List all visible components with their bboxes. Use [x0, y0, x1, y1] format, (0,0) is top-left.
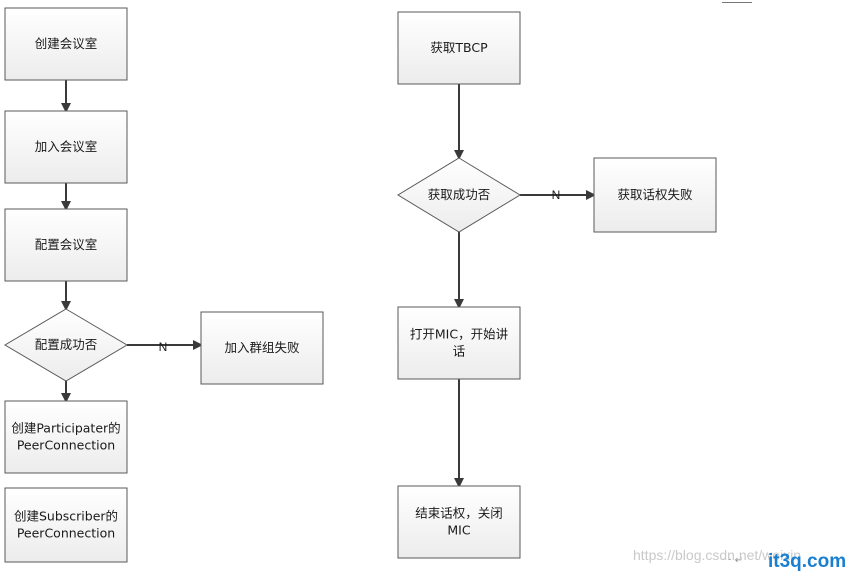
process-box	[397, 485, 521, 559]
flow-node-tbcp: 获取TBCP	[397, 11, 521, 85]
paragraph-mark: · · ↵	[722, 555, 744, 566]
node-label: 配置成功否	[35, 337, 98, 352]
watermark-text: https://blog.csdn.net/weixin	[633, 547, 802, 563]
process-box	[4, 208, 128, 282]
flow-node-get-fail: 获取话权失败	[593, 157, 717, 233]
decision-diamond	[4, 308, 128, 382]
flow-node-subscriber: 创建Subscriber的 PeerConnection	[4, 487, 128, 563]
process-box	[4, 487, 128, 563]
node-label: 创建Participater的	[11, 421, 120, 436]
node-label: MIC	[447, 523, 470, 538]
node-label: 创建Subscriber的	[14, 509, 118, 524]
process-box	[4, 7, 128, 81]
process-box	[4, 110, 128, 184]
flow-node-config: 配置会议室	[4, 208, 128, 282]
process-box	[397, 306, 521, 380]
process-box	[200, 311, 324, 385]
node-label: 加入会议室	[35, 139, 98, 154]
process-box	[593, 157, 717, 233]
flow-node-create: 创建会议室	[4, 7, 128, 81]
node-label: 打开MIC，开始讲	[410, 327, 508, 342]
decision-diamond	[397, 157, 521, 233]
node-label: 加入群组失败	[224, 340, 300, 355]
process-box	[397, 11, 521, 85]
flow-node-join: 加入会议室	[4, 110, 128, 184]
brand-logo-text: it3q.com	[768, 551, 845, 572]
node-label: 获取TBCP	[430, 40, 488, 55]
node-label: 配置会议室	[35, 237, 98, 252]
node-label: 创建会议室	[35, 36, 98, 51]
node-label: 话	[453, 344, 466, 359]
flow-node-config-ok: 配置成功否	[4, 308, 128, 382]
flow-node-end: 结束话权，关闭 MIC	[397, 485, 521, 559]
node-label: PeerConnection	[17, 526, 115, 541]
process-box	[4, 400, 128, 474]
edge-label: N	[159, 340, 168, 354]
node-label: 获取话权失败	[617, 187, 693, 202]
edge-label: N	[552, 188, 561, 202]
flow-node-participater: 创建Participater的 PeerConnection	[4, 400, 128, 474]
flow-node-get-ok: 获取成功否	[397, 157, 521, 233]
flow-node-join-fail: 加入群组失败	[200, 311, 324, 385]
node-label: PeerConnection	[17, 438, 115, 453]
node-label: 结束话权，关闭	[415, 506, 503, 521]
node-label: 获取成功否	[428, 187, 491, 202]
corner-line-mark	[722, 0, 752, 3]
